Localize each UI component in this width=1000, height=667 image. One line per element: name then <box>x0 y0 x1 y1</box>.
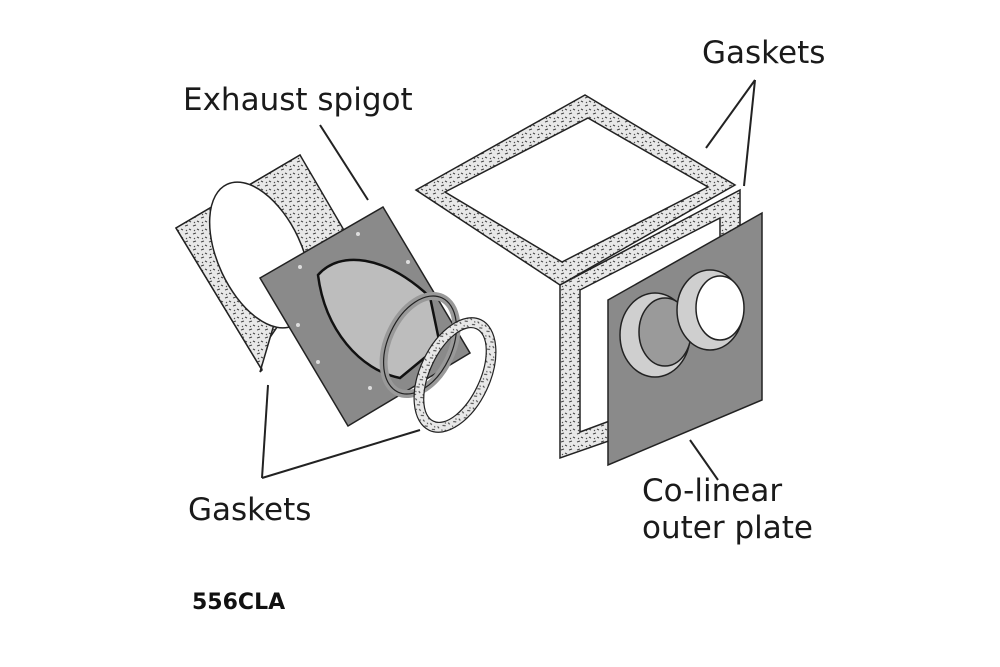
label-gaskets-top: Gaskets <box>702 35 826 71</box>
label-gaskets-bottom: Gaskets <box>188 492 312 528</box>
leader-gasket-bottom-2 <box>261 429 421 479</box>
label-exhaust-spigot: Exhaust spigot <box>183 82 413 118</box>
leader-gasket-top-2 <box>743 79 756 187</box>
label-colinear-line2: outer plate <box>642 510 813 546</box>
label-colinear-line1: Co-linear <box>642 473 783 509</box>
colinear-outer-plate <box>607 211 763 467</box>
leader-lines <box>261 79 756 481</box>
front-ring-gasket <box>413 317 497 433</box>
leader-exhaust-spigot <box>319 124 369 201</box>
top-square-gasket <box>414 94 737 286</box>
leader-gasket-bottom-1 <box>261 384 269 479</box>
spigot-ring <box>379 291 461 399</box>
right-collar <box>676 269 745 351</box>
leader-gasket-top-1 <box>705 79 756 149</box>
model-code: 556CLA <box>192 590 286 615</box>
exhaust-spigot-plate <box>258 205 472 428</box>
leader-colinear-plate <box>689 439 719 481</box>
